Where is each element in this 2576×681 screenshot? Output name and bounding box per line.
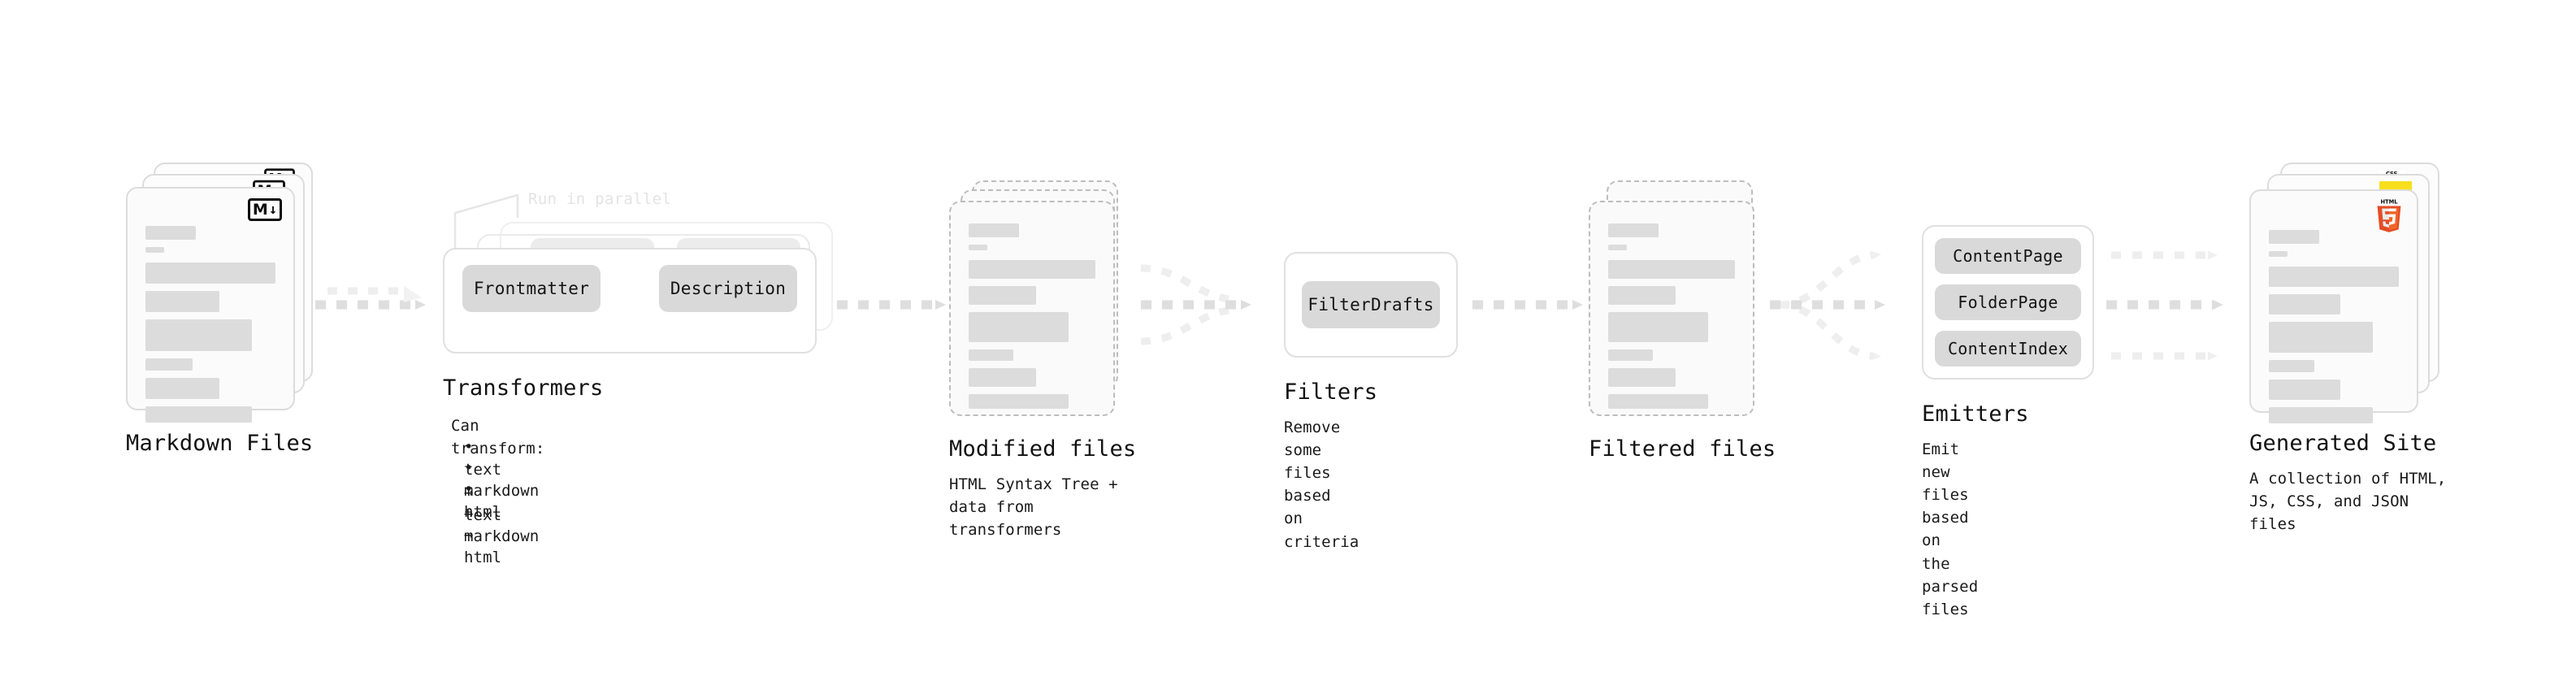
emitters-pill-contentpage[interactable]: ContentPage: [1935, 238, 2081, 274]
modified-skeleton: [969, 223, 1095, 416]
skeleton-bar: [969, 312, 1069, 342]
svg-text:HTML: HTML: [2380, 199, 2398, 206]
skeleton-bar: [1608, 245, 1627, 250]
site-skeleton: [2269, 230, 2399, 431]
skeleton-bar: [145, 319, 253, 351]
stage-title-filters: Filters: [1284, 380, 1378, 405]
skeleton-bar: [1608, 368, 1676, 387]
filtered-doc-stack: [1589, 180, 1776, 424]
transform-bullet-1: • markdown → markdown: [464, 459, 540, 546]
site-doc-front: HTML: [2249, 189, 2418, 423]
modified-doc-front: [949, 201, 1115, 416]
arrow-modified-to-filters: [1140, 264, 1251, 345]
skeleton-bar: [145, 291, 220, 312]
filtered-doc-front: [1589, 201, 1754, 416]
transform-bullet-0: • text → text: [464, 438, 502, 525]
skeleton-bar: [2269, 267, 2399, 287]
modified-doc-stack: [949, 180, 1136, 424]
skeleton-bar: [145, 358, 193, 371]
stage-desc-transformers: Can transform:: [451, 417, 545, 458]
filters-pill-filterdrafts[interactable]: FilterDrafts: [1302, 281, 1440, 328]
skeleton-bar: [145, 226, 196, 240]
arrow-emitters-to-site: [2106, 250, 2223, 361]
skeleton-bar: [2269, 322, 2373, 353]
markdown-badge-arrow: ↓: [268, 201, 278, 218]
skeleton-bar: [1608, 286, 1676, 305]
stage-desc-modified-files: HTML Syntax Tree + data from transformer…: [949, 475, 1118, 540]
markdown-doc-front: M ↓: [126, 187, 295, 423]
skeleton-bar: [969, 223, 1019, 237]
stage-title-filtered-files: Filtered files: [1589, 436, 1776, 462]
html5-shield-icon: HTML: [2373, 197, 2405, 235]
skeleton-bar: [2269, 230, 2319, 244]
skeleton-bar: [1608, 394, 1709, 409]
skeleton-bar: [1608, 312, 1709, 342]
filtered-skeleton: [1608, 223, 1735, 416]
skeleton-bar: [969, 368, 1036, 387]
emitters-pill-label: FolderPage: [1958, 293, 2058, 312]
skeleton-bar: [2269, 407, 2373, 423]
stage-desc-emitters: Emit new files based on the parsed files: [1922, 440, 1979, 618]
markdown-skeleton: [145, 226, 275, 430]
stage-desc-filters: Remove some files based on criteria: [1284, 419, 1360, 551]
run-in-parallel-label: Run in parallel: [528, 190, 672, 208]
stage-title-markdown-files: Markdown Files: [126, 431, 314, 456]
markdown-doc-stack: M ↓ M ↓ M ↓: [126, 163, 321, 423]
site-doc-stack: CSS HTML: [2249, 163, 2452, 423]
stage-title-emitters: Emitters: [1922, 401, 2029, 427]
stage-markdown-files: M ↓ M ↓ M ↓: [126, 163, 321, 456]
skeleton-bar: [2269, 380, 2340, 400]
skeleton-bar: [1608, 349, 1653, 361]
skeleton-bar: [1608, 223, 1659, 237]
arrow-markdown-to-transformers: [315, 286, 426, 310]
skeleton-bar: [2269, 294, 2340, 314]
skeleton-bar: [2269, 251, 2288, 257]
stage-generated-site: CSS HTML: [2249, 163, 2452, 533]
stage-desc-generated-site: A collection of HTML, JS, CSS, and JSON …: [2249, 470, 2447, 534]
stage-title-generated-site: Generated Site: [2249, 431, 2437, 456]
skeleton-bar: [145, 262, 275, 284]
skeleton-bar: [1608, 260, 1735, 279]
markdown-badge-icon: M ↓: [248, 198, 282, 221]
markdown-badge-letter: M: [252, 200, 268, 219]
skeleton-bar: [969, 245, 987, 250]
stage-filtered-files: Filtered files: [1589, 180, 1776, 462]
skeleton-bar: [145, 378, 220, 399]
emitters-pill-folderpage[interactable]: FolderPage: [1935, 284, 2081, 320]
skeleton-bar: [969, 286, 1036, 305]
arrow-filtered-to-emitters: [1770, 250, 1885, 361]
skeleton-bar: [145, 247, 164, 253]
skeleton-bar: [145, 406, 253, 423]
stage-modified-files: Modified files HTML Syntax Tree + data f…: [949, 180, 1136, 539]
emitters-pill-label: ContentPage: [1953, 246, 2063, 266]
emitters-pill-label: ContentIndex: [1947, 339, 2069, 358]
skeleton-bar: [2269, 360, 2314, 372]
transformer-pill-label: Description: [670, 279, 787, 298]
stage-title-transformers: Transformers: [443, 375, 604, 401]
emitters-pill-contentindex[interactable]: ContentIndex: [1935, 331, 2081, 367]
transform-bullet-2: • html → html: [464, 480, 502, 567]
transformer-pill-label: Frontmatter: [473, 279, 590, 298]
transformer-pill-description[interactable]: Description: [659, 265, 797, 312]
filters-pill-label: FilterDrafts: [1308, 295, 1434, 314]
transformer-pill-frontmatter[interactable]: Frontmatter: [462, 265, 601, 312]
skeleton-bar: [969, 394, 1069, 409]
skeleton-bar: [969, 260, 1095, 279]
skeleton-bar: [969, 349, 1013, 361]
stage-title-modified-files: Modified files: [949, 436, 1137, 462]
